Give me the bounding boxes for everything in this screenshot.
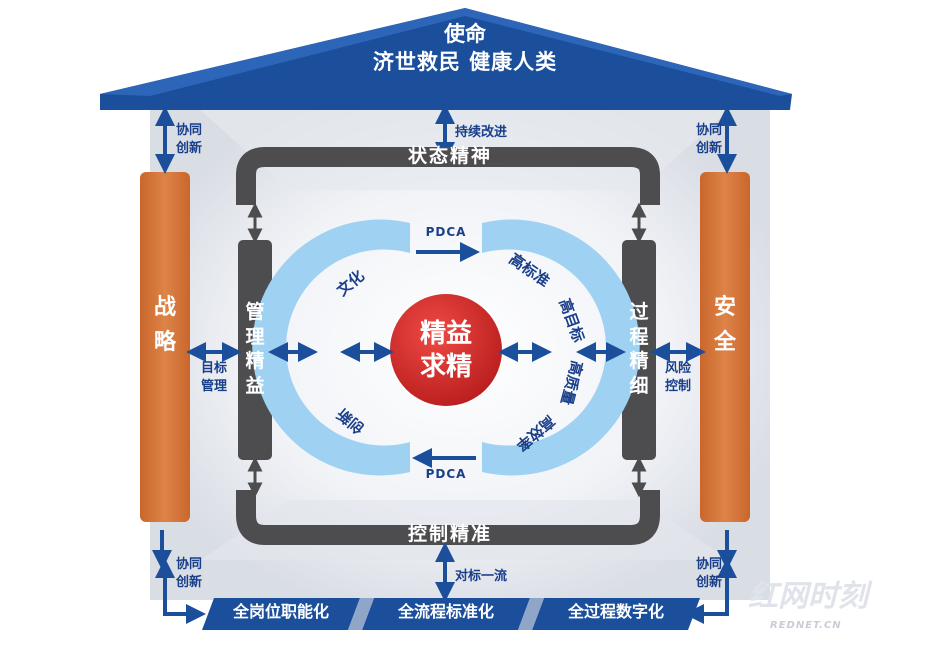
- arrow-pillar-right-foundation: [684, 558, 737, 624]
- foundation-gap-2: [518, 598, 544, 630]
- ring-right-half: [482, 219, 640, 476]
- foundation-gap-1: [348, 598, 374, 630]
- roof-title: 使命: [444, 22, 486, 46]
- frame-bottom-label: 控制精准: [407, 523, 492, 545]
- watermark-site: REDNET.CN: [770, 620, 842, 631]
- pdca-top-label: PDCA: [425, 225, 467, 239]
- arrow-pillar-left-foundation: [155, 558, 206, 624]
- core-circle: [390, 294, 502, 406]
- core-label: 精益 求精: [419, 319, 472, 382]
- roof-subtitle: 济世救民 健康人类: [372, 50, 558, 74]
- side-link-right: 风险 控制: [664, 361, 691, 394]
- foundation-block-2: [362, 598, 530, 630]
- bottom-link-right: 协同 创新: [695, 557, 722, 590]
- pillar-left-label: 战 略: [153, 295, 176, 356]
- pillar-right: [700, 172, 750, 522]
- ring-left-half: [252, 219, 410, 476]
- top-link-left: 协同 创新: [176, 123, 203, 156]
- frame-left-label: 管 理 精 益: [245, 301, 265, 398]
- top-link-center: 持续改进: [455, 125, 508, 140]
- pdca-bottom-label: PDCA: [425, 467, 467, 481]
- foundation-block-1: [202, 598, 360, 630]
- foundation-block-3: [532, 598, 700, 630]
- bottom-link-center: 对标一流: [455, 569, 508, 584]
- bottom-link-left: 协同 创新: [176, 557, 203, 590]
- frame-bottom-bar: [236, 490, 660, 545]
- foundation-label-2: 全流程标准化: [397, 602, 494, 621]
- roof-shape: [100, 8, 792, 110]
- frame-top-bar: [236, 147, 660, 205]
- frame-right-label: 过 程 精 细: [629, 301, 649, 398]
- foundation-label-3: 全过程数字化: [567, 602, 664, 621]
- roof-highlight: [100, 8, 792, 96]
- pillar-right-label: 安 全: [713, 295, 736, 356]
- frame-top-label: 状态精神: [407, 145, 492, 167]
- side-link-left: 目标 管理: [200, 361, 227, 394]
- pillar-left: [140, 172, 190, 522]
- top-link-right: 协同 创新: [695, 123, 722, 156]
- watermark-brand: 红网时刻: [748, 579, 868, 614]
- foundation-label-1: 全岗位职能化: [232, 602, 329, 621]
